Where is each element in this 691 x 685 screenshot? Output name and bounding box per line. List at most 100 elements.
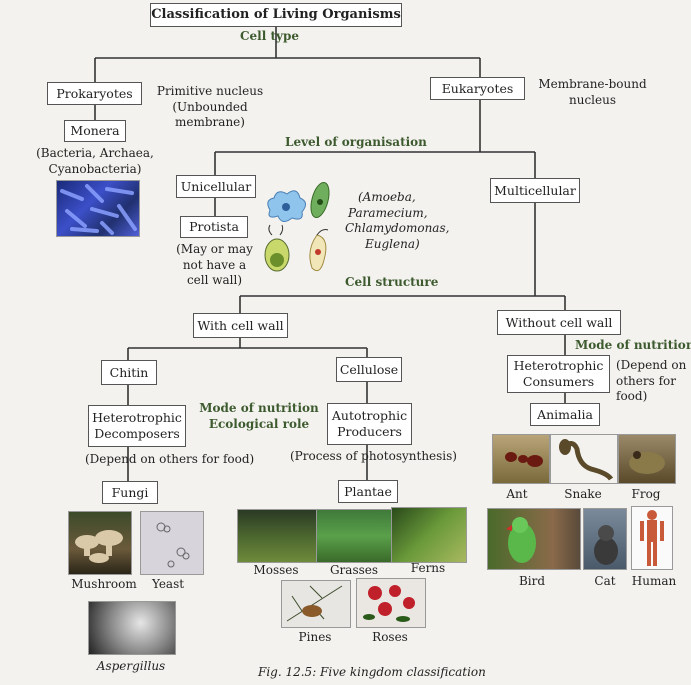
protista-note-line: (May or may [176,242,253,256]
grasses-image [316,509,392,563]
without-cell-wall-box: Without cell wall [497,310,621,335]
bacteria-illustration [60,184,137,235]
euk-note-line: Membrane-bound [538,77,647,91]
roses-illustration [363,585,415,622]
cell-type-label: Cell type [240,29,300,43]
snake-caption: Snake [564,487,602,501]
amoeba-icon [267,190,306,222]
autotrophic-producers-box: Autotrophic Producers [327,403,412,445]
yeast-caption: Yeast [151,577,185,591]
bird-caption: Bird [518,574,546,588]
yeast-illustration [156,522,190,568]
mushroom-caption: Mushroom [71,577,137,591]
heterotrophic-consumers-box: Heterotrophic Consumers [507,355,610,393]
het-dec-line: Decomposers [94,426,180,441]
yeast-image [140,511,204,575]
grasses-caption: Grasses [329,563,379,577]
protista-note-line: cell wall) [186,273,243,288]
protista-note-line: not have a [182,257,247,272]
parrot-illustration [506,517,536,563]
protista-ex-line: Chlamydomonas, [345,221,450,236]
pines-caption: Pines [298,630,332,644]
ferns-caption: Ferns [410,561,446,575]
protista-ex-line: Euglena) [365,236,420,251]
plantae-box: Plantae [338,480,398,503]
ant-image [492,434,550,484]
depend-food-note: (Depend on others for food) [85,452,255,466]
figure-caption: Fig. 12.5: Five kingdom classification [258,665,486,679]
protist-illustrations [264,181,330,272]
ferns-image [391,507,467,563]
snake-image [550,434,618,484]
prokaryotes-box: Prokaryotes [47,82,142,105]
monera-ex-line: Cyanobacteria) [48,161,142,176]
human-illustration [640,510,664,566]
protista-ex-line: (Amoeba, [358,190,416,204]
monera-examples: (Bacteria, Archaea, Cyanobacteria) [30,146,160,177]
mushroom-image [68,511,132,575]
human-image [631,506,673,570]
protista-examples: (Amoeba, Paramecium, Chlamydomonas, Eugl… [345,190,450,252]
auto-line: Autotrophic [331,408,408,424]
heterotrophic-decomposers-box: Heterotrophic Decomposers [88,405,186,447]
consumers-note: (Depend on others for food) [616,358,691,405]
ant-illustration [505,452,543,467]
photosynthesis-note: (Process of photosynthesis) [290,449,457,463]
aspergillus-image [88,601,176,655]
fungi-box: Fungi [102,481,158,504]
snake-illustration [559,439,614,481]
prok-note-line: membrane) [175,115,245,130]
eukaryotes-note: Membrane-bound nucleus [530,77,655,108]
cat-image [583,508,627,570]
euglena-icon [309,229,329,272]
mode-nutrition-right-label: Mode of nutrition [575,338,691,352]
animalia-box: Animalia [530,403,600,426]
chitin-box: Chitin [101,360,157,385]
cell-structure-label: Cell structure [345,275,439,289]
unicellular-box: Unicellular [176,175,256,198]
protista-ex-line: Paramecium, [348,205,428,220]
mode-nutrition-mid-label: Mode of nutrition [199,401,319,415]
mosses-image [237,509,317,563]
auto-line: Producers [337,424,402,439]
bacteria-image [56,180,140,237]
aspergillus-caption: Aspergillus [96,659,166,673]
mosses-caption: Mosses [253,563,299,577]
prokaryotes-note: Primitive nucleus (Unbounded membrane) [150,84,270,131]
depend-line: (Depend on [616,358,687,372]
frog-illustration [629,451,665,474]
eukaryotes-box: Eukaryotes [430,77,525,100]
depend-line: others for [616,373,676,388]
mode-nutrition-mid: Mode of nutrition Ecological role [194,401,324,432]
ant-caption: Ant [506,487,528,501]
chlamydomonas-icon [264,224,290,272]
prok-note-line: Primitive nucleus [156,84,264,98]
cat-caption: Cat [594,574,616,588]
paramecium-icon [310,181,330,219]
depend-line: food) [616,389,648,404]
roses-image [356,578,426,628]
het-cons-line: Consumers [522,374,595,389]
cellulose-box: Cellulose [336,357,402,382]
het-cons-line: Heterotrophic [513,358,604,374]
frog-image [618,434,676,484]
monera-ex-line: (Bacteria, Archaea, [36,146,154,160]
pines-image [281,580,351,628]
prok-note-line: (Unbounded [172,99,248,114]
pine-illustration [286,585,343,622]
protista-box: Protista [180,216,248,238]
roses-caption: Roses [372,630,408,644]
monera-box: Monera [64,120,126,142]
with-cell-wall-box: With cell wall [193,313,288,338]
diagram-title: Classification of Living Organisms [150,3,402,27]
mushroom-illustration [75,530,123,563]
euk-note-line: nucleus [568,92,616,107]
protista-note: (May or may not have a cell wall) [172,242,257,289]
het-dec-line: Heterotrophic [92,410,182,426]
human-caption: Human [631,574,677,588]
frog-caption: Frog [631,487,661,501]
level-org-label: Level of organisation [285,135,427,149]
cat-illustration [594,525,618,565]
bird-image [487,508,581,570]
